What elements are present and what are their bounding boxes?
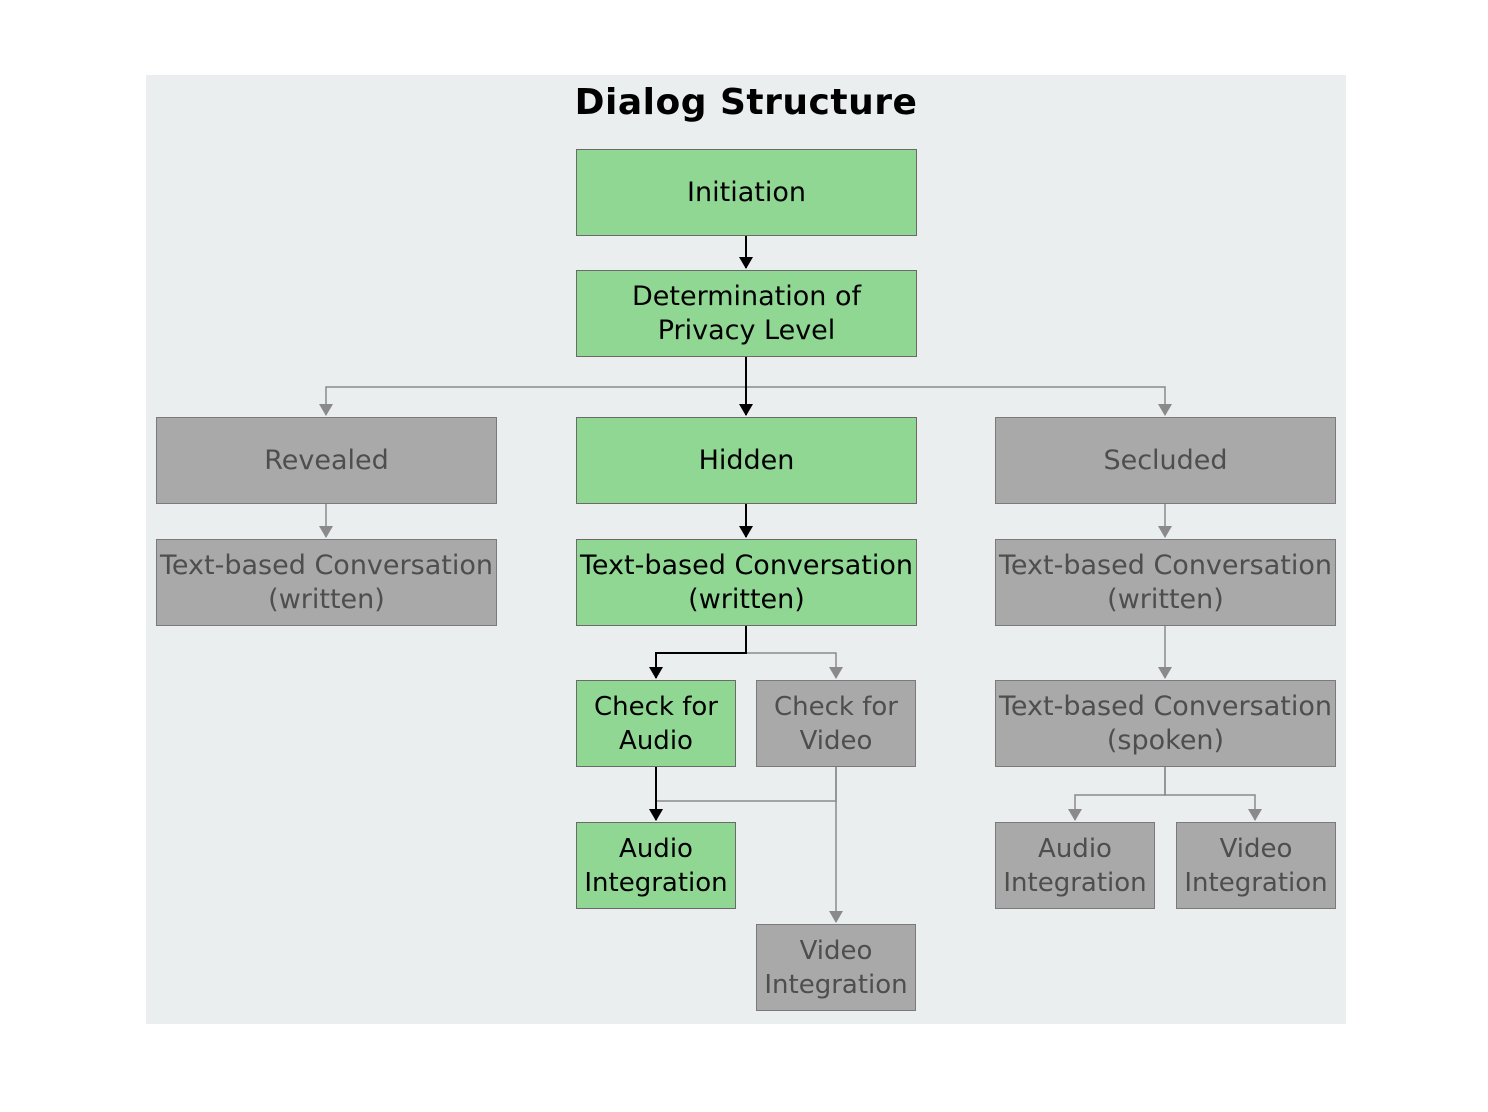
edge-secluded_spoken-to-secluded_video_integration — [1164, 767, 1262, 821]
node-hidden-audio-integration: Audio Integration — [576, 822, 736, 909]
node-check-for-video: Check for Video — [756, 680, 916, 767]
node-revealed-text-written: Text-based Conversation (written) — [156, 539, 497, 626]
node-secluded: Secluded — [995, 417, 1336, 504]
node-secluded-text-written: Text-based Conversation (written) — [995, 539, 1336, 626]
edge-hidden_text-to-check_audio — [649, 626, 747, 679]
node-revealed: Revealed — [156, 417, 497, 504]
edge-privacy-to-secluded — [745, 357, 1172, 416]
diagram-title: Dialog Structure — [574, 82, 918, 123]
node-hidden-text-written: Text-based Conversation (written) — [576, 539, 917, 626]
node-initiation: Initiation — [576, 149, 917, 236]
edge-secluded_spoken-to-secluded_audio_integration — [1068, 767, 1166, 821]
node-secluded-audio-integration: Audio Integration — [995, 822, 1155, 909]
node-privacy-level: Determination of Privacy Level — [576, 270, 917, 357]
node-secluded-video-integration: Video Integration — [1176, 822, 1336, 909]
node-secluded-text-spoken: Text-based Conversation (spoken) — [995, 680, 1336, 767]
edge-check_video-to-hidden_audio_integration — [649, 767, 837, 821]
node-hidden: Hidden — [576, 417, 917, 504]
edge-privacy-to-revealed — [319, 357, 747, 416]
node-check-for-audio: Check for Audio — [576, 680, 736, 767]
node-hidden-video-integration: Video Integration — [756, 924, 916, 1011]
edge-hidden_text-to-check_video — [745, 626, 843, 679]
